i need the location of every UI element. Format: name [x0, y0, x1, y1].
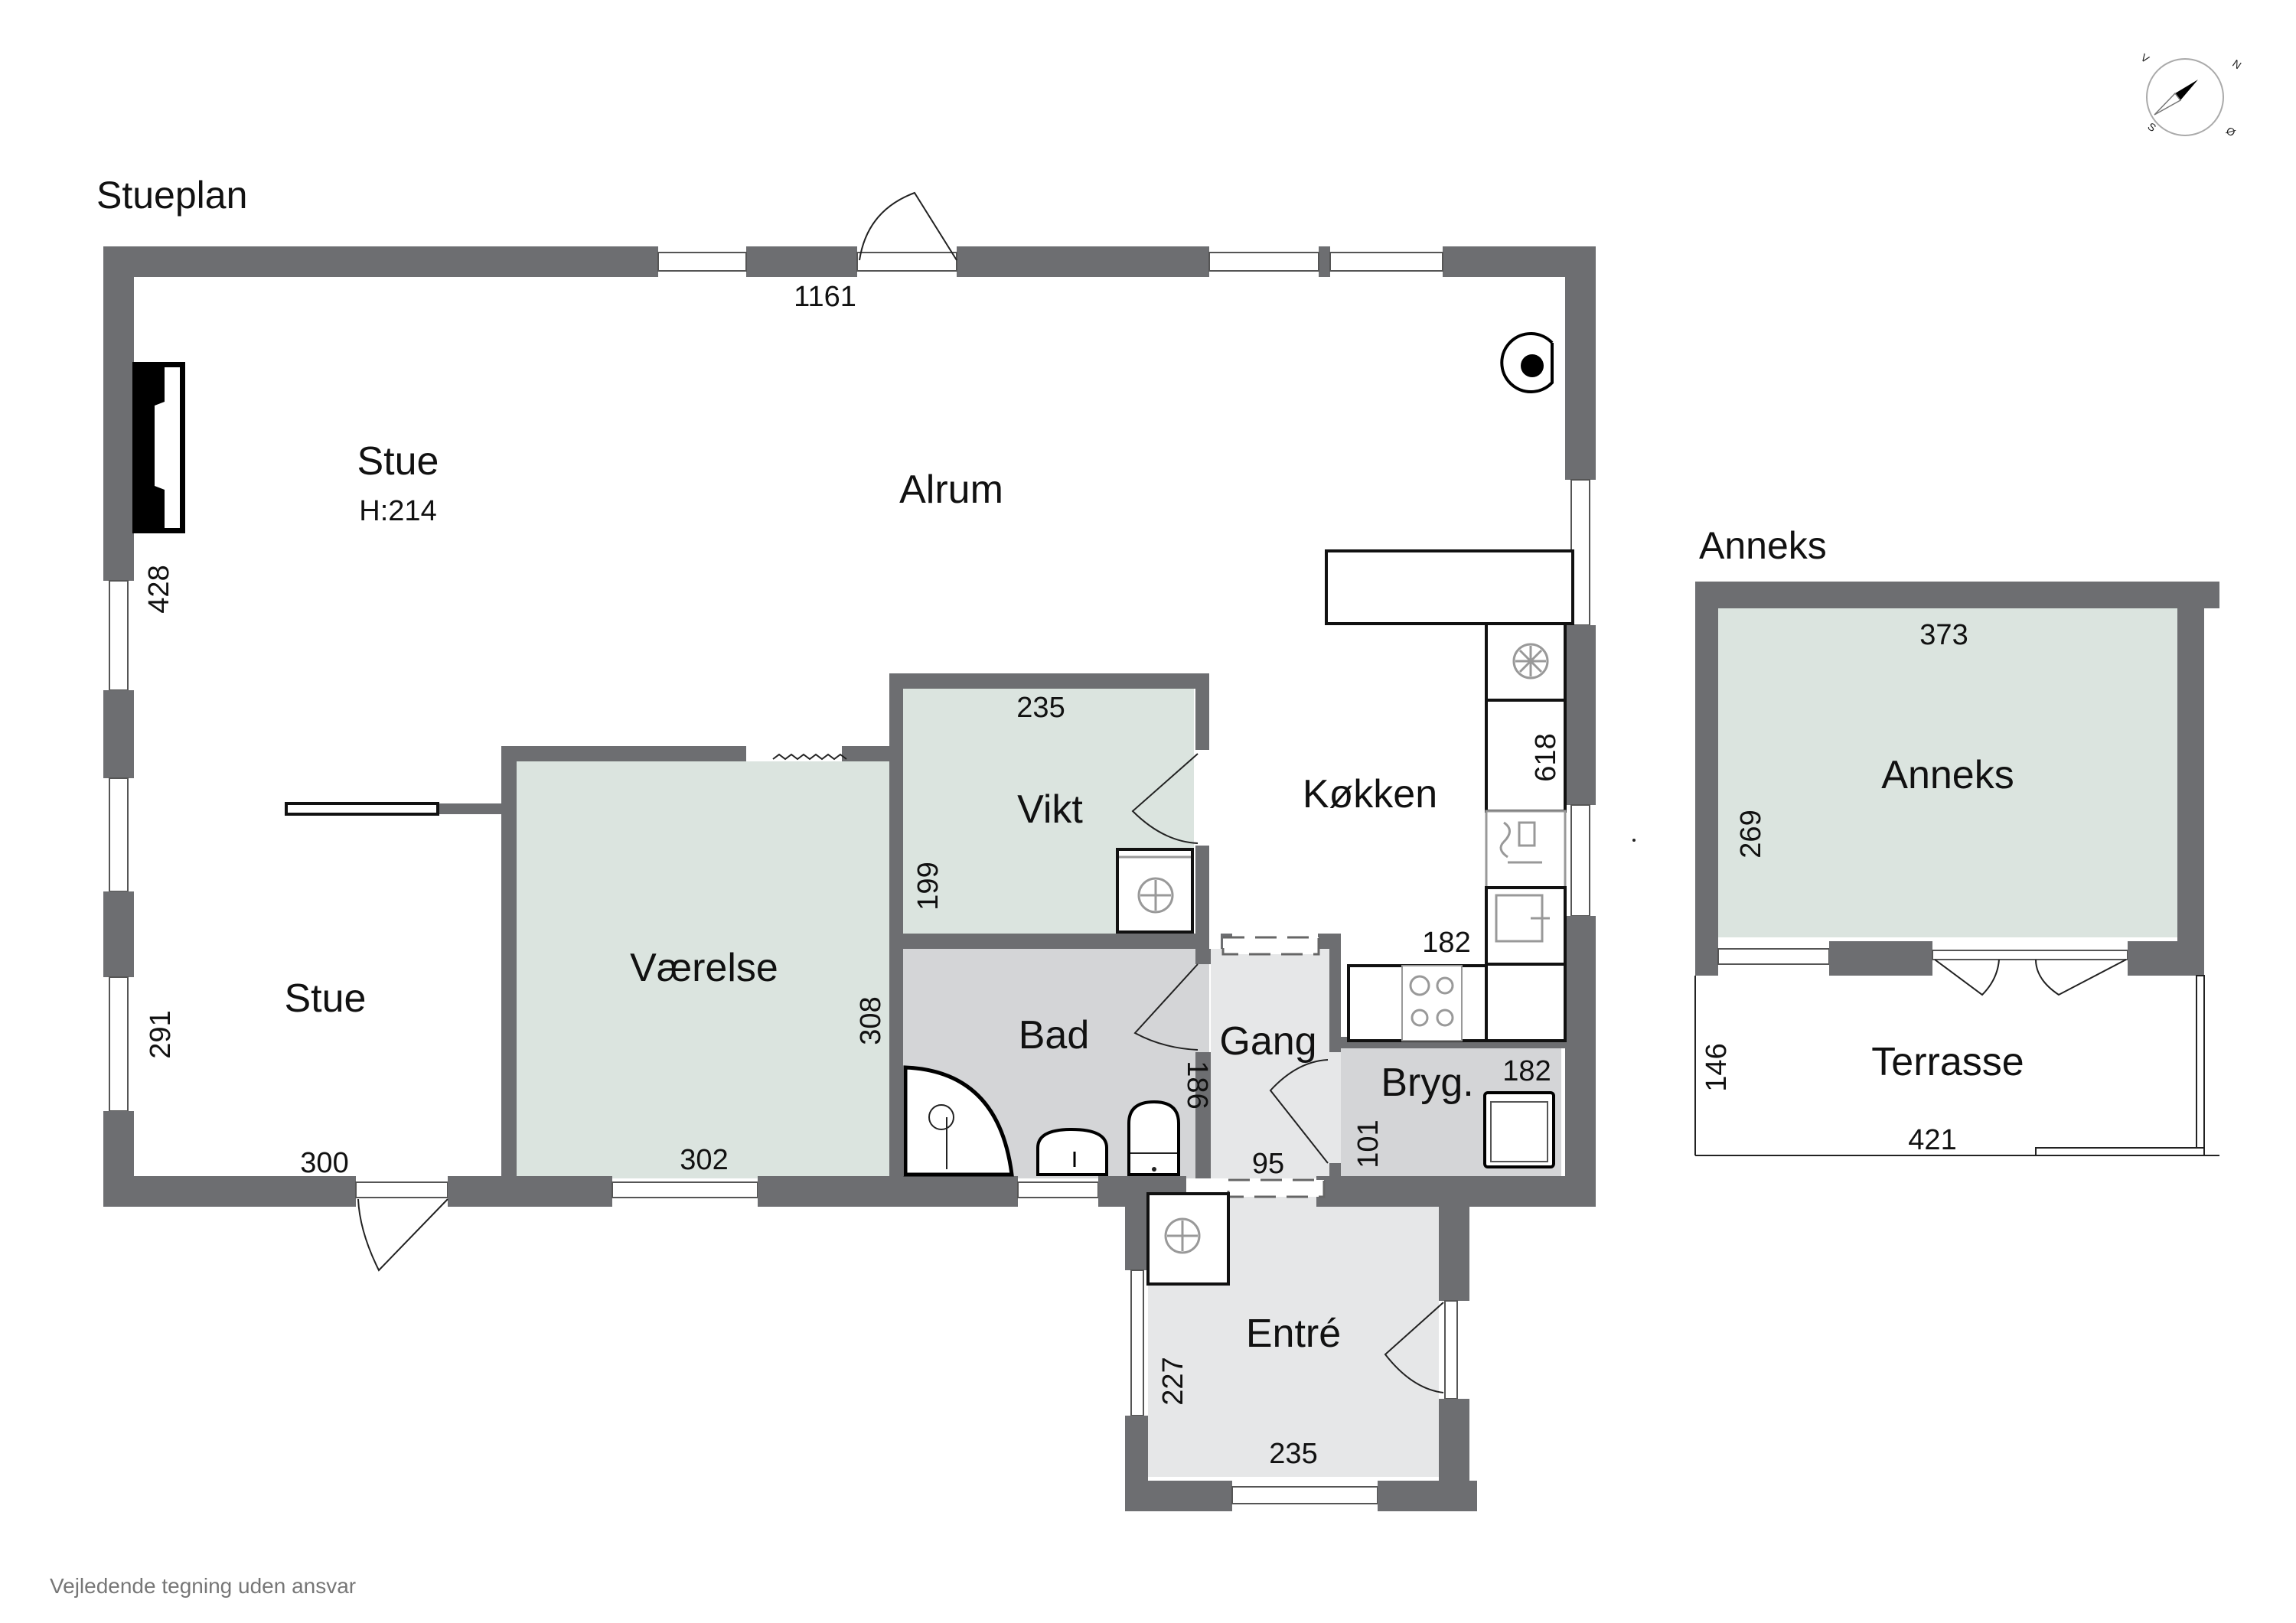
- dim-terrasse-left: 146: [1701, 1043, 1733, 1091]
- anneks-floor: [1718, 608, 2177, 937]
- doors: [357, 191, 2127, 1393]
- room-label-entre: Entré: [1246, 1312, 1341, 1356]
- room-label-gang: Gang: [1219, 1019, 1316, 1064]
- sliding-door-vaerelse[interactable]: [772, 753, 847, 761]
- compass-label-o: Ø: [2224, 124, 2238, 139]
- compass-label-s: S: [2145, 120, 2158, 134]
- dim-koekken-bottom: 182: [1422, 927, 1470, 959]
- marker-dot: [1632, 839, 1636, 842]
- boiler-icon: [1483, 1091, 1555, 1168]
- dim-stue-left-lower: 291: [145, 1010, 177, 1058]
- dim-stue-bottom: 300: [300, 1147, 348, 1179]
- dishwasher-icon: [1512, 643, 1549, 680]
- gang-floor: [1211, 949, 1341, 1178]
- cooktop-icon: [1401, 965, 1463, 1041]
- dim-vikt-left: 199: [912, 862, 944, 910]
- room-label-stue-bottom: Stue: [285, 976, 367, 1021]
- dim-terrasse-bottom: 421: [1908, 1124, 1956, 1156]
- gang-opening-bottom: [1227, 1178, 1326, 1198]
- sink-icon: [1495, 894, 1550, 943]
- door-vikt[interactable]: [1131, 753, 1199, 844]
- room-label-vikt: Vikt: [1017, 787, 1083, 832]
- fireplace-icon: [132, 362, 185, 533]
- room-label-koekken: Køkken: [1303, 772, 1437, 816]
- walls-main: [103, 246, 1596, 1207]
- room-label-stue-top: Stue: [357, 439, 439, 484]
- washbasin-icon: [1036, 1127, 1108, 1176]
- room-label-anneks: Anneks: [1881, 753, 2014, 797]
- room-label-vaerelse: Værelse: [630, 946, 778, 990]
- door-bryg[interactable]: [1269, 1059, 1329, 1164]
- main-plan-title: Stueplan: [96, 174, 247, 217]
- stove-icon: [1500, 332, 1554, 393]
- door-bad[interactable]: [1133, 963, 1199, 1051]
- vaerelse-floor: [517, 761, 892, 1178]
- gang-opening-top: [1221, 936, 1320, 956]
- dim-top-wall: 1161: [794, 281, 856, 313]
- room-label-alrum: Alrum: [899, 468, 1003, 512]
- floor-fills: [517, 608, 2177, 1477]
- dim-gang-bottom: 95: [1252, 1148, 1284, 1180]
- walls-entre: [1125, 1194, 1477, 1511]
- door-anneks-left[interactable]: [1934, 959, 2000, 996]
- washing-machine-icon-vikt: [1116, 848, 1194, 934]
- walls-annex: [1694, 582, 2219, 1156]
- kitchen-counter-top: [1325, 549, 1574, 625]
- dim-stue-left-upper: 428: [143, 565, 175, 613]
- dim-anneks-left: 269: [1735, 810, 1767, 858]
- toilet-icon: [1127, 1100, 1180, 1176]
- dim-vikt-top: 235: [1016, 692, 1065, 724]
- door-top-alrum[interactable]: [859, 191, 957, 261]
- dim-entre-bottom: 235: [1269, 1438, 1317, 1470]
- dim-koekken-right: 618: [1530, 733, 1562, 781]
- room-label-terrasse: Terrasse: [1871, 1040, 2024, 1084]
- dim-vaerelse-bottom: 302: [680, 1144, 728, 1176]
- dim-bryg-left: 101: [1352, 1119, 1384, 1168]
- room-label-bryg: Bryg.: [1381, 1061, 1473, 1105]
- dim-anneks-top: 373: [1919, 619, 1968, 651]
- dim-bad-right: 186: [1181, 1061, 1213, 1109]
- glassware-icon: [1499, 821, 1542, 864]
- disclaimer: Vejledende tegning uden ansvar: [50, 1574, 356, 1598]
- door-stue-bottom[interactable]: [357, 1198, 448, 1272]
- compass-label-n: N: [2230, 57, 2243, 71]
- dim-vaerelse-right: 308: [855, 996, 887, 1045]
- door-entre[interactable]: [1384, 1302, 1444, 1393]
- washing-machine-icon-entre: [1146, 1192, 1230, 1286]
- compass-label-v: V: [2138, 51, 2151, 66]
- room-height-stue: H:214: [359, 495, 436, 527]
- shower-icon: [903, 1065, 1014, 1177]
- room-label-bad: Bad: [1019, 1013, 1090, 1058]
- annex-plan-title: Anneks: [1699, 524, 1827, 567]
- dim-bryg-top: 182: [1502, 1055, 1551, 1087]
- compass-icon: N Ø S V: [2138, 51, 2243, 139]
- dim-entre-left: 227: [1157, 1357, 1189, 1405]
- door-anneks-right[interactable]: [2035, 959, 2127, 996]
